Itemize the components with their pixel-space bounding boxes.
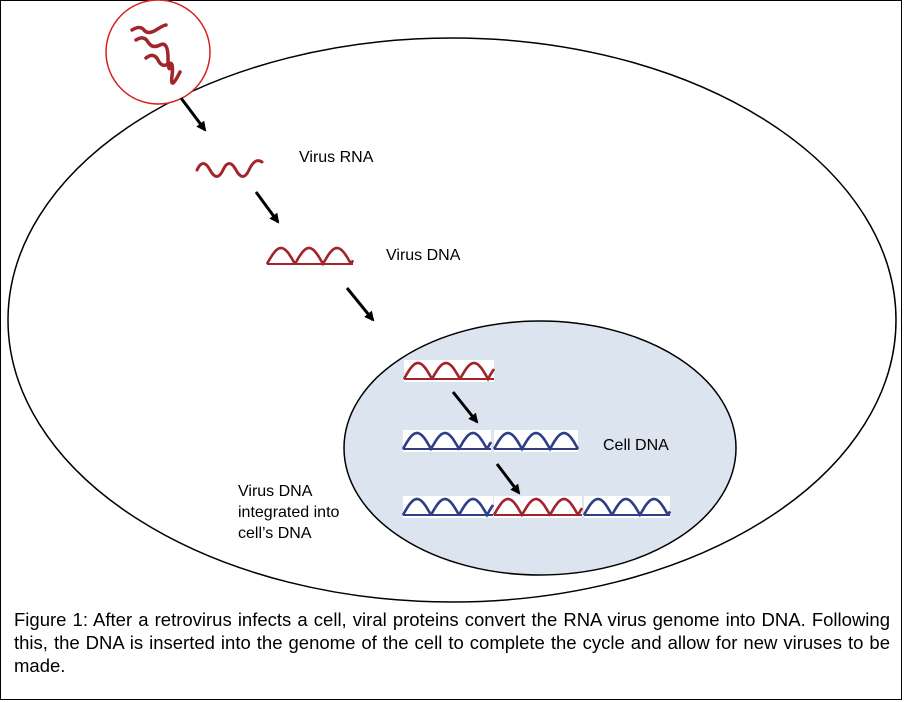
helices <box>265 246 672 518</box>
virus-rna-strand <box>195 159 264 178</box>
virus-dna-label: Virus DNA <box>386 247 461 264</box>
virus-particle <box>105 0 211 105</box>
integrated-label-line-3: cell’s DNA <box>238 525 312 542</box>
virus-dna-helix <box>265 246 355 267</box>
nuclear-virus-dna-helix <box>402 360 496 382</box>
integrated-label-line-2: integrated into <box>238 504 340 521</box>
virus-rna-label: Virus RNA <box>299 149 374 166</box>
arrow-to-cell-dna <box>451 391 479 424</box>
arrow-reverse-transcription <box>254 191 280 224</box>
integrated-virus-dna <box>492 496 584 518</box>
arrow-nuclear-import <box>345 287 375 322</box>
arrow-entry <box>179 97 207 132</box>
integrated-cell-dna-right <box>582 496 672 518</box>
integrated-cell-dna-left <box>401 496 495 518</box>
arrow-integration <box>495 463 521 495</box>
integrated-label-line-1: Virus DNA <box>238 483 313 500</box>
virus-rna-genome <box>130 23 182 85</box>
cell-dna-helix-left <box>401 430 493 452</box>
integrated-dna-label: Virus DNA integrated into cell’s DNA <box>238 481 388 544</box>
cell-dna-helix-right <box>492 430 580 452</box>
figure-caption: Figure 1: After a retrovirus infects a c… <box>14 609 890 676</box>
cell-dna-label: Cell DNA <box>603 437 669 454</box>
process-arrows <box>179 97 521 495</box>
